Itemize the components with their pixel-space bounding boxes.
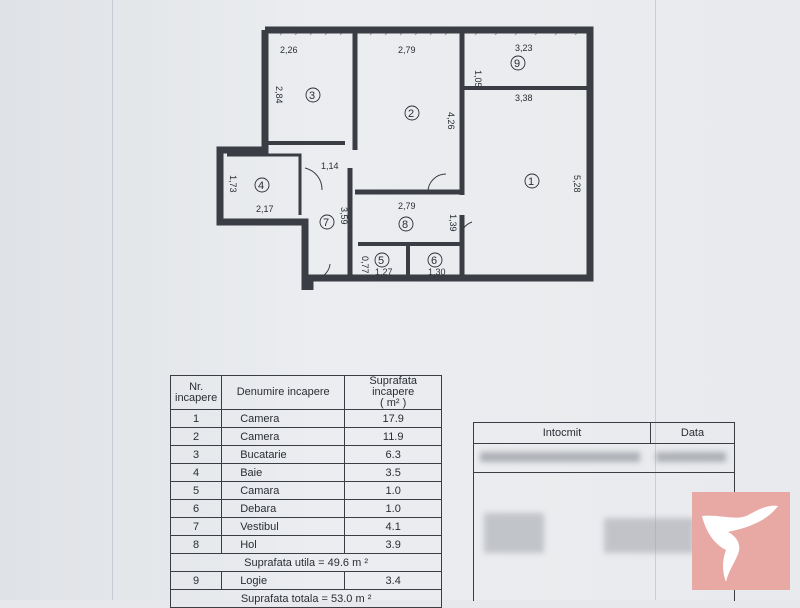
- bathroom-wall: [227, 153, 302, 215]
- cell-name: Camara: [221, 481, 346, 500]
- dim-label: 2,17: [256, 204, 274, 214]
- room-number-9: 9: [514, 58, 520, 70]
- cell-area: 4.1: [344, 517, 443, 536]
- dim-label: 1,30: [428, 267, 446, 277]
- cell-area: 3.9: [344, 535, 443, 554]
- total-area-row: Suprafata totala = 53.0 m ²: [169, 589, 443, 608]
- signature-header: Intocmit Data: [474, 423, 734, 444]
- cell-name: Debara: [221, 499, 346, 518]
- cell-nr: 4: [169, 463, 223, 482]
- paper-fold-line: [655, 0, 656, 600]
- bird-logo-icon: [702, 505, 778, 582]
- useful-area-text: Suprafata utila = 49.6 m ²: [169, 553, 443, 572]
- watermark-logo: [692, 492, 790, 590]
- header-name: Denumire incapere: [221, 375, 346, 410]
- room-number-3: 3: [309, 90, 315, 102]
- cell-name: Baie: [221, 463, 346, 482]
- dim-label: 3,23: [515, 43, 533, 53]
- cell-nr: 8: [169, 535, 223, 554]
- dim-label: 3,59: [339, 207, 349, 225]
- dim-label: 2,79: [398, 45, 416, 55]
- room-number-1: 1: [528, 176, 534, 188]
- redacted-text: [656, 452, 726, 462]
- dim-label: 2,84: [274, 86, 284, 104]
- total-area-text: Suprafata totala = 53.0 m ²: [169, 589, 443, 608]
- dim-label: 0,77: [360, 256, 370, 274]
- header-nr: Nr. incapere: [169, 375, 223, 410]
- redacted-signature: [604, 518, 694, 553]
- room-number-6: 6: [431, 255, 437, 267]
- cell-nr: 2: [169, 427, 223, 446]
- cell-area: 3.5: [344, 463, 443, 482]
- outer-wall: [216, 30, 309, 290]
- dim-label: 1,39: [448, 214, 458, 232]
- cell-nr: 7: [169, 517, 223, 536]
- room-number-4: 4: [258, 180, 264, 192]
- dim-label: 4,26: [446, 112, 456, 130]
- cell-name: Logie: [221, 571, 346, 590]
- header-area: Suprafata incapere ( m² ): [344, 375, 443, 410]
- dim-label: 2,79: [398, 201, 416, 211]
- room-number-7: 7: [323, 217, 329, 229]
- room-number-8: 8: [402, 219, 408, 231]
- dim-label: 3,38: [515, 93, 533, 103]
- paper-fold-line: [112, 0, 113, 600]
- room-area-table: Nr. incapere Denumire incapere Suprafata…: [169, 375, 443, 608]
- signature-row: [474, 444, 734, 473]
- signature-col-data: Data: [680, 427, 705, 439]
- cell-nr: 6: [169, 499, 223, 518]
- cell-area: 17.9: [344, 409, 443, 428]
- redacted-text: [480, 452, 640, 462]
- dim-label: 2,26: [280, 45, 298, 55]
- header-area-line1: Suprafata incapere: [369, 375, 418, 398]
- cell-name: Camera: [221, 427, 346, 446]
- dim-label: 1,05: [473, 70, 483, 88]
- cell-area: 6.3: [344, 445, 443, 464]
- cell-nr: 1: [169, 409, 223, 428]
- cell-name: Bucatarie: [221, 445, 346, 464]
- floor-plan: 2,26 2,79 3,23 1,05 2,84 4,26 3,38 1,14 …: [216, 26, 594, 290]
- useful-area-row: Suprafata utila = 49.6 m ²: [169, 553, 443, 572]
- dim-label: 5,28: [572, 175, 582, 193]
- cell-name: Vestibul: [221, 517, 346, 536]
- redacted-stamp: [484, 513, 544, 553]
- cell-nr: 3: [169, 445, 223, 464]
- dim-label: 1,14: [321, 161, 339, 171]
- header-area-line2: ( m² ): [380, 397, 407, 409]
- outer-wall: [265, 26, 594, 290]
- cell-nr: 5: [169, 481, 223, 500]
- cell-area: 1.0: [344, 481, 443, 500]
- dim-label: 1,73: [228, 175, 238, 193]
- cell-area: 11.9: [344, 427, 443, 446]
- room-number-5: 5: [378, 255, 384, 267]
- cell-name: Hol: [221, 535, 346, 554]
- cell-nr: 9: [169, 571, 223, 590]
- cell-area: 1.0: [344, 499, 443, 518]
- cell-area: 3.4: [344, 571, 443, 590]
- room-number-2: 2: [408, 108, 414, 120]
- signature-col-intocmit: Intocmit: [474, 423, 651, 443]
- table-header-row: Nr. incapere Denumire incapere Suprafata…: [169, 375, 443, 410]
- dim-label: 1,27: [375, 267, 393, 277]
- cell-name: Camera: [221, 409, 346, 428]
